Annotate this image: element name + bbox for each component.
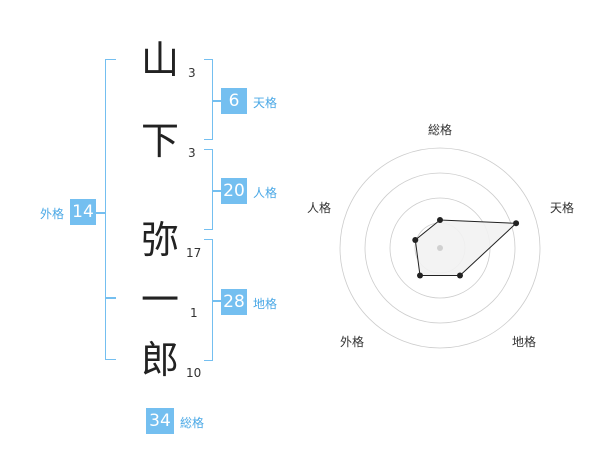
radar-ring	[364, 172, 516, 324]
jinkaku-bracket	[204, 149, 213, 230]
stroke-count-1: 3	[188, 66, 196, 80]
name-char-2: 下	[140, 119, 179, 163]
tenkaku-connector	[213, 100, 221, 102]
axis-label-jinkaku: 人格	[307, 200, 331, 215]
axis-label-gaikaku: 外格	[340, 334, 364, 349]
chikaku-label: 地格	[253, 297, 278, 311]
name-char-4: 一	[140, 278, 179, 322]
soukaku-value: 34	[146, 408, 174, 434]
axis-label-soukaku: 総格	[428, 122, 452, 137]
radar-chart: 総格 天格 地格 外格 人格	[307, 122, 574, 349]
stroke-count-4: 1	[190, 306, 198, 320]
radar-point-4	[412, 236, 419, 243]
radar-points	[412, 217, 520, 279]
name-char-3: 弥	[140, 218, 179, 262]
jinkaku-label: 人格	[253, 186, 278, 200]
soukaku-label: 総格	[180, 416, 205, 430]
stroke-count-3: 17	[186, 246, 202, 260]
gaikaku-value: 14	[70, 199, 96, 225]
stroke-count-5: 10	[186, 366, 202, 380]
radar-center-dot	[437, 245, 443, 251]
tenkaku-value: 6	[221, 88, 247, 114]
radar-point-2	[456, 272, 463, 279]
radar-point-3	[417, 272, 424, 279]
chikaku-value: 28	[221, 289, 247, 315]
chikaku-bracket	[204, 239, 213, 361]
name-char-5: 郎	[140, 338, 179, 382]
jinkaku-value: 20	[221, 178, 247, 204]
gaikaku-bracket	[105, 59, 116, 360]
gaikaku-connector	[96, 212, 106, 214]
radar-ring	[339, 147, 541, 349]
gaikaku-label: 外格	[40, 207, 65, 221]
axis-label-tenkaku: 天格	[550, 200, 574, 215]
jinkaku-connector	[213, 190, 221, 192]
radar-series-polygon	[414, 219, 518, 276]
stroke-count-2: 3	[188, 146, 196, 160]
radar-point-0	[437, 217, 443, 223]
radar-point-1	[513, 220, 520, 227]
tenkaku-bracket	[204, 59, 213, 140]
chikaku-connector	[213, 300, 221, 302]
gaikaku-split-tick	[105, 297, 116, 299]
axis-label-chikaku: 地格	[512, 334, 536, 349]
tenkaku-label: 天格	[253, 96, 278, 110]
name-char-1: 山	[140, 38, 179, 82]
